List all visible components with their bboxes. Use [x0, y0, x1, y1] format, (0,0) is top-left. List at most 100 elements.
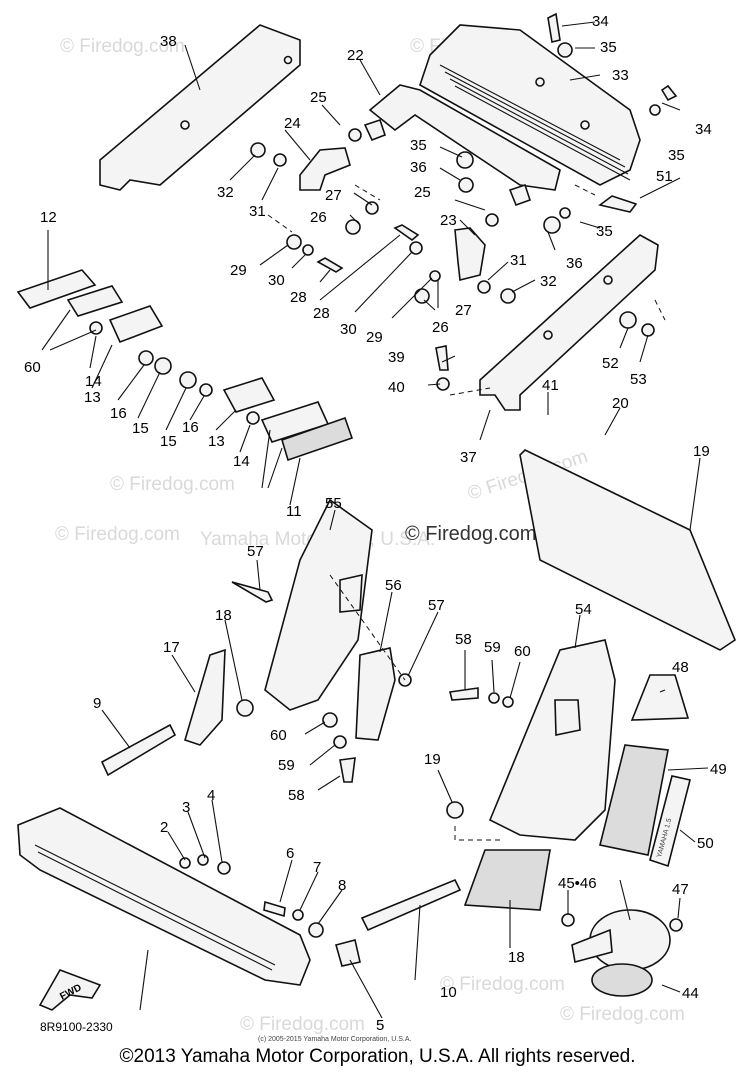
callout-55: 57 [247, 543, 264, 560]
callout-53: 55 [325, 495, 342, 512]
part-37-rail [479, 234, 659, 411]
callout-50: 49 [710, 761, 727, 778]
part-53-cover [264, 498, 373, 711]
part-58-washer-right [488, 692, 500, 704]
callout-42: 51 [656, 168, 673, 185]
part-48-washer [669, 918, 683, 932]
footer-copyright: ©2013 Yamaha Motor Corporation, U.S.A. A… [119, 1046, 636, 1067]
callout-24: 24 [284, 115, 301, 132]
callout-26a: 26 [310, 209, 327, 226]
watermark-right-lower: © Firedog.com [560, 1004, 685, 1025]
callout-4: 4 [207, 787, 215, 804]
callout-35d: 35 [596, 223, 613, 240]
part-8-grommet [308, 922, 324, 938]
watermark-mid-left: © Firedog.com [55, 524, 180, 545]
callout-57b: 58 [455, 631, 472, 648]
part-7-washer [292, 909, 304, 921]
callout-11: 11 [286, 503, 302, 520]
callout-33: 33 [612, 67, 629, 84]
callout-19a: 18 [215, 607, 232, 624]
callout-38: 38 [160, 33, 177, 50]
callout-12: 12 [40, 209, 57, 226]
callout-27b: 27 [455, 302, 472, 319]
callout-27a: 27 [325, 187, 342, 204]
callout-17: 18 [508, 949, 525, 966]
callout-25a: 25 [310, 89, 327, 106]
callout-13a: 13 [84, 389, 101, 406]
callout-35c: 35 [410, 137, 427, 154]
callout-8: 8 [338, 877, 346, 894]
lights-left-group [16, 269, 354, 462]
callout-45-46: 44 [682, 985, 699, 1002]
callout-28b: 28 [313, 305, 330, 322]
callout-28a: 28 [290, 289, 307, 306]
callout-16a: 16 [110, 405, 127, 422]
callout-labels: 38 22 25 24 34 35 33 34 35 51 35 36 25 3… [24, 13, 727, 1034]
leader-lines [41, 21, 709, 1019]
part-23-bracket [454, 227, 486, 281]
callout-60a: 60 [24, 359, 41, 376]
part-20-panel [519, 449, 736, 651]
callout-58b: 59 [484, 639, 501, 656]
callout-9: 9 [93, 695, 101, 712]
callout-29a: 29 [230, 262, 247, 279]
part-59-grommet-right [502, 696, 514, 708]
forward-arrow: FWD [38, 969, 102, 1011]
callout-35b: 35 [668, 147, 685, 164]
part-58-washer-left [333, 735, 347, 749]
callout-14b: 14 [233, 453, 250, 470]
callout-22: 22 [347, 47, 364, 64]
callout-36a: 36 [410, 159, 427, 176]
callout-30a: 30 [268, 272, 285, 289]
callout-52: 54 [575, 601, 592, 618]
callout-59a: 60 [270, 727, 287, 744]
callout-36b: 36 [566, 255, 583, 272]
callout-51: 50 [697, 835, 714, 852]
watermark-bottom-left: © Firedog.com [240, 1014, 365, 1035]
callout-19b: 19 [424, 751, 441, 768]
part-1-bumper [17, 807, 311, 986]
callout-3: 3 [182, 799, 190, 816]
callout-35a: 35 [600, 39, 617, 56]
callout-30b: 30 [340, 321, 357, 338]
callout-49: 48 [672, 659, 689, 676]
part-54-bracket [355, 647, 396, 741]
callout-34a: 34 [592, 13, 609, 30]
part-57-bolt-right [449, 687, 479, 701]
watermark-bottom-right: © Firedog.com [440, 974, 565, 995]
callout-54: 56 [385, 577, 402, 594]
callout-21: 20 [612, 395, 629, 412]
part-49-cap [630, 674, 690, 721]
part-19-nut [236, 699, 254, 717]
part-45-46-assembly [571, 909, 671, 997]
part-5-clip [335, 939, 361, 967]
callout-41: 41 [542, 377, 559, 394]
watermark-top-left: © Firedog.com [60, 36, 185, 57]
callout-18: 17 [163, 639, 180, 656]
callout-58a: 59 [278, 757, 295, 774]
part-22-bracket [363, 84, 561, 207]
callout-39: 39 [388, 349, 405, 366]
part-52-cover [488, 639, 616, 841]
part-6-bolt [263, 900, 286, 918]
callout-44: 53 [630, 371, 647, 388]
part-55-screw [231, 581, 274, 603]
callout-34b: 34 [695, 121, 712, 138]
callout-40: 40 [388, 379, 405, 396]
callout-2: 2 [160, 819, 168, 836]
callout-31a: 31 [249, 203, 266, 220]
callout-57a: 58 [288, 787, 305, 804]
part-38-rail [99, 24, 301, 191]
callout-32b: 32 [540, 273, 557, 290]
part-50-filter [599, 744, 669, 856]
callout-16b: 16 [182, 419, 199, 436]
part-57-bolt-left [339, 757, 356, 783]
part-47-screw [561, 913, 575, 927]
callout-13b: 13 [208, 433, 225, 450]
callout-7: 7 [313, 859, 321, 876]
callout-20: 19 [693, 443, 710, 460]
callout-29b: 29 [366, 329, 383, 346]
part-10-strip [360, 878, 462, 932]
callout-56: 57 [428, 597, 445, 614]
